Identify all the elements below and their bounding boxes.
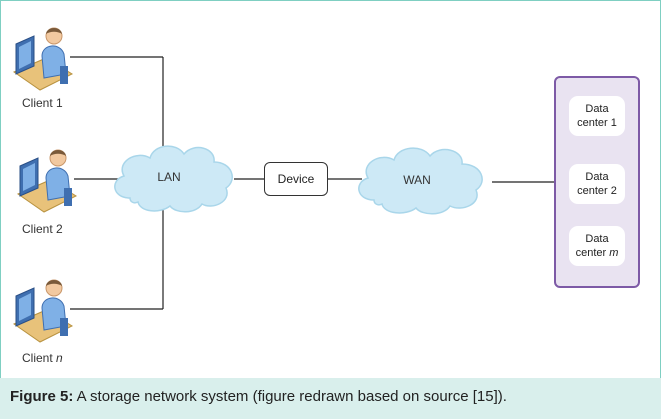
wan-cloud-icon — [358, 147, 483, 215]
figure-caption-label: Figure 5: — [10, 388, 74, 405]
data-center-2-box: Data center 2 — [569, 164, 625, 204]
wan-label: WAN — [403, 173, 431, 187]
connection-lines — [70, 56, 556, 310]
figure-caption: Figure 5: A storage network system (figu… — [0, 378, 661, 419]
client-2-computer-icon — [17, 149, 77, 213]
data-center-m-line2: center m — [575, 247, 619, 259]
client-n-label: Client n — [22, 351, 63, 365]
data-center-1-box: Data center 1 — [569, 96, 625, 136]
client-n-computer-icon — [13, 279, 73, 343]
device-label: Device — [277, 172, 315, 186]
network-diagram — [13, 27, 556, 343]
lan-cloud-icon — [114, 145, 233, 213]
data-center-m-box: Data center m — [569, 226, 625, 266]
client-1-label: Client 1 — [22, 96, 63, 110]
figure-caption-text: A storage network system (figure redrawn… — [73, 388, 507, 405]
data-centers-panel: Data center 1 Data center 2 Data center … — [554, 76, 640, 288]
data-center-1-line2: center 1 — [577, 117, 617, 129]
data-center-2-line2: center 2 — [577, 185, 617, 197]
data-center-1-line1: Data — [585, 103, 609, 115]
lan-label: LAN — [157, 170, 181, 184]
data-center-m-line1: Data — [585, 233, 609, 245]
device-box: Device — [264, 162, 328, 196]
client-1-computer-icon — [13, 27, 73, 91]
data-center-2-line1: Data — [585, 171, 609, 183]
client-2-label: Client 2 — [22, 222, 63, 236]
